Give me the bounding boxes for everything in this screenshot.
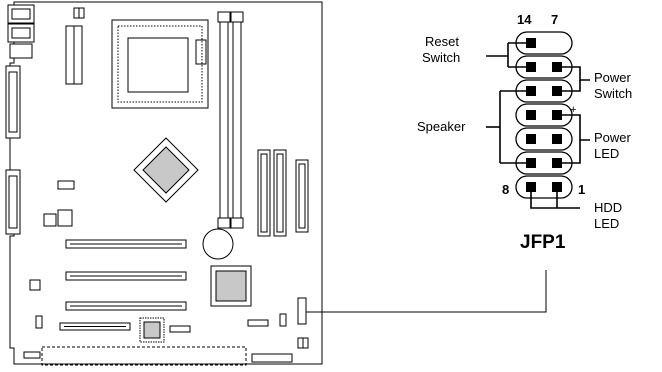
power-led-label-2: LED bbox=[594, 146, 619, 161]
northbridge-chip bbox=[133, 137, 199, 203]
usb-port bbox=[9, 43, 33, 59]
pin-1-label: 1 bbox=[578, 182, 585, 197]
hdd-led-label-1: HDD bbox=[594, 200, 622, 215]
audio-header bbox=[43, 213, 57, 227]
floppy-connector bbox=[295, 159, 309, 233]
plus-sign: + bbox=[570, 104, 576, 116]
reset-switch-label-1: Reset bbox=[425, 34, 459, 49]
pci-slots bbox=[65, 239, 187, 311]
speaker-label: Speaker bbox=[417, 119, 466, 134]
dashed-region bbox=[41, 346, 247, 366]
bios-chip bbox=[139, 317, 165, 343]
small-chip bbox=[57, 180, 75, 190]
jfp1-title: JFP1 bbox=[520, 232, 566, 253]
reset-switch-label-2: Switch bbox=[422, 50, 460, 65]
pin-7-label: 7 bbox=[551, 12, 558, 27]
cnr-slot bbox=[59, 322, 131, 331]
cpu-socket bbox=[111, 19, 209, 109]
power-switch-label-2: Switch bbox=[594, 86, 632, 101]
leader-line bbox=[306, 270, 547, 313]
bracket-lines bbox=[486, 42, 590, 209]
cmos-battery bbox=[202, 228, 234, 260]
ide-connector-2 bbox=[273, 149, 287, 237]
southbridge-chip bbox=[210, 265, 252, 307]
board-outline bbox=[9, 1, 323, 365]
dimm-slots bbox=[217, 11, 244, 229]
power-led-label-1: Power bbox=[594, 130, 632, 145]
pin-14-label: 14 bbox=[517, 12, 532, 27]
motherboard bbox=[5, 1, 323, 366]
hdd-led-label-2: LED bbox=[594, 216, 619, 231]
ide-connector-1 bbox=[257, 149, 271, 237]
power-switch-label-1: Power bbox=[594, 70, 632, 85]
jfp1-location bbox=[297, 297, 307, 325]
jfp1-pins bbox=[526, 38, 562, 192]
pin-8-label: 8 bbox=[502, 182, 509, 197]
serial-port bbox=[5, 169, 21, 235]
parallel-port bbox=[5, 65, 21, 139]
